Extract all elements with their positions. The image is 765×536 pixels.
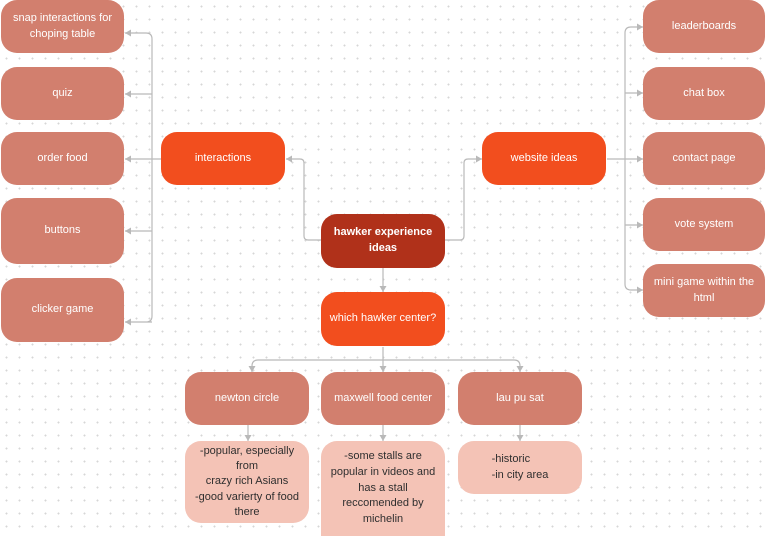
website-item-chat-box[interactable]: chat box bbox=[643, 67, 765, 120]
which-hawker-node[interactable]: which hawker center? bbox=[321, 292, 445, 346]
interaction-item-snap[interactable]: snap interactions for choping table bbox=[1, 0, 124, 53]
interactions-node[interactable]: interactions bbox=[161, 132, 285, 185]
node-label: mini game within the html bbox=[653, 275, 755, 304]
interaction-item-clicker-game[interactable]: clicker game bbox=[1, 278, 124, 342]
node-label: hawker experience ideas bbox=[333, 226, 433, 254]
interaction-item-buttons[interactable]: buttons bbox=[1, 198, 124, 264]
note-text: -historic -in city area bbox=[491, 453, 549, 481]
connector-website-items bbox=[607, 26, 643, 291]
node-label: website ideas bbox=[510, 151, 578, 164]
node-label: chat box bbox=[683, 86, 725, 99]
note-newton-circle[interactable]: -popular, especially from crazy rich Asi… bbox=[185, 441, 309, 523]
node-label: lau pu sat bbox=[496, 391, 544, 404]
website-item-vote-system[interactable]: vote system bbox=[643, 198, 765, 251]
node-label: buttons bbox=[44, 224, 81, 237]
note-maxwell-food-center[interactable]: -some stalls are popular in videos and h… bbox=[321, 441, 445, 536]
node-label: which hawker center? bbox=[329, 312, 437, 325]
note-lau-pu-sat[interactable]: -historic -in city area bbox=[458, 441, 582, 494]
interaction-item-quiz[interactable]: quiz bbox=[1, 67, 124, 120]
website-item-contact-page[interactable]: contact page bbox=[643, 132, 765, 185]
connector-interactions-items bbox=[125, 32, 161, 323]
center-newton-circle[interactable]: newton circle bbox=[185, 372, 309, 425]
note-text: -some stalls are popular in videos and h… bbox=[330, 450, 436, 525]
website-item-leaderboards[interactable]: leaderboards bbox=[643, 0, 765, 53]
connector-root-interactions bbox=[286, 158, 321, 241]
node-label: snap interactions for choping table bbox=[12, 11, 113, 40]
node-label: quiz bbox=[52, 86, 73, 99]
website-ideas-node[interactable]: website ideas bbox=[482, 132, 606, 185]
node-label: contact page bbox=[672, 151, 736, 164]
node-label: clicker game bbox=[31, 303, 94, 316]
node-label: leaderboards bbox=[671, 19, 737, 32]
interaction-item-order-food[interactable]: order food bbox=[1, 132, 124, 185]
note-text: -popular, especially from crazy rich Asi… bbox=[195, 444, 299, 519]
center-maxwell-food-center[interactable]: maxwell food center bbox=[321, 372, 445, 425]
connector-root-website bbox=[445, 158, 482, 241]
connector-which-centers bbox=[251, 347, 521, 372]
website-item-mini-game[interactable]: mini game within the html bbox=[643, 264, 765, 317]
center-lau-pu-sat[interactable]: lau pu sat bbox=[458, 372, 582, 425]
node-label: order food bbox=[37, 151, 88, 164]
node-label: vote system bbox=[674, 217, 734, 230]
node-label: interactions bbox=[194, 151, 252, 164]
node-label: newton circle bbox=[214, 391, 280, 404]
node-label: maxwell food center bbox=[334, 391, 432, 404]
root-node[interactable]: hawker experience ideas bbox=[321, 214, 445, 268]
